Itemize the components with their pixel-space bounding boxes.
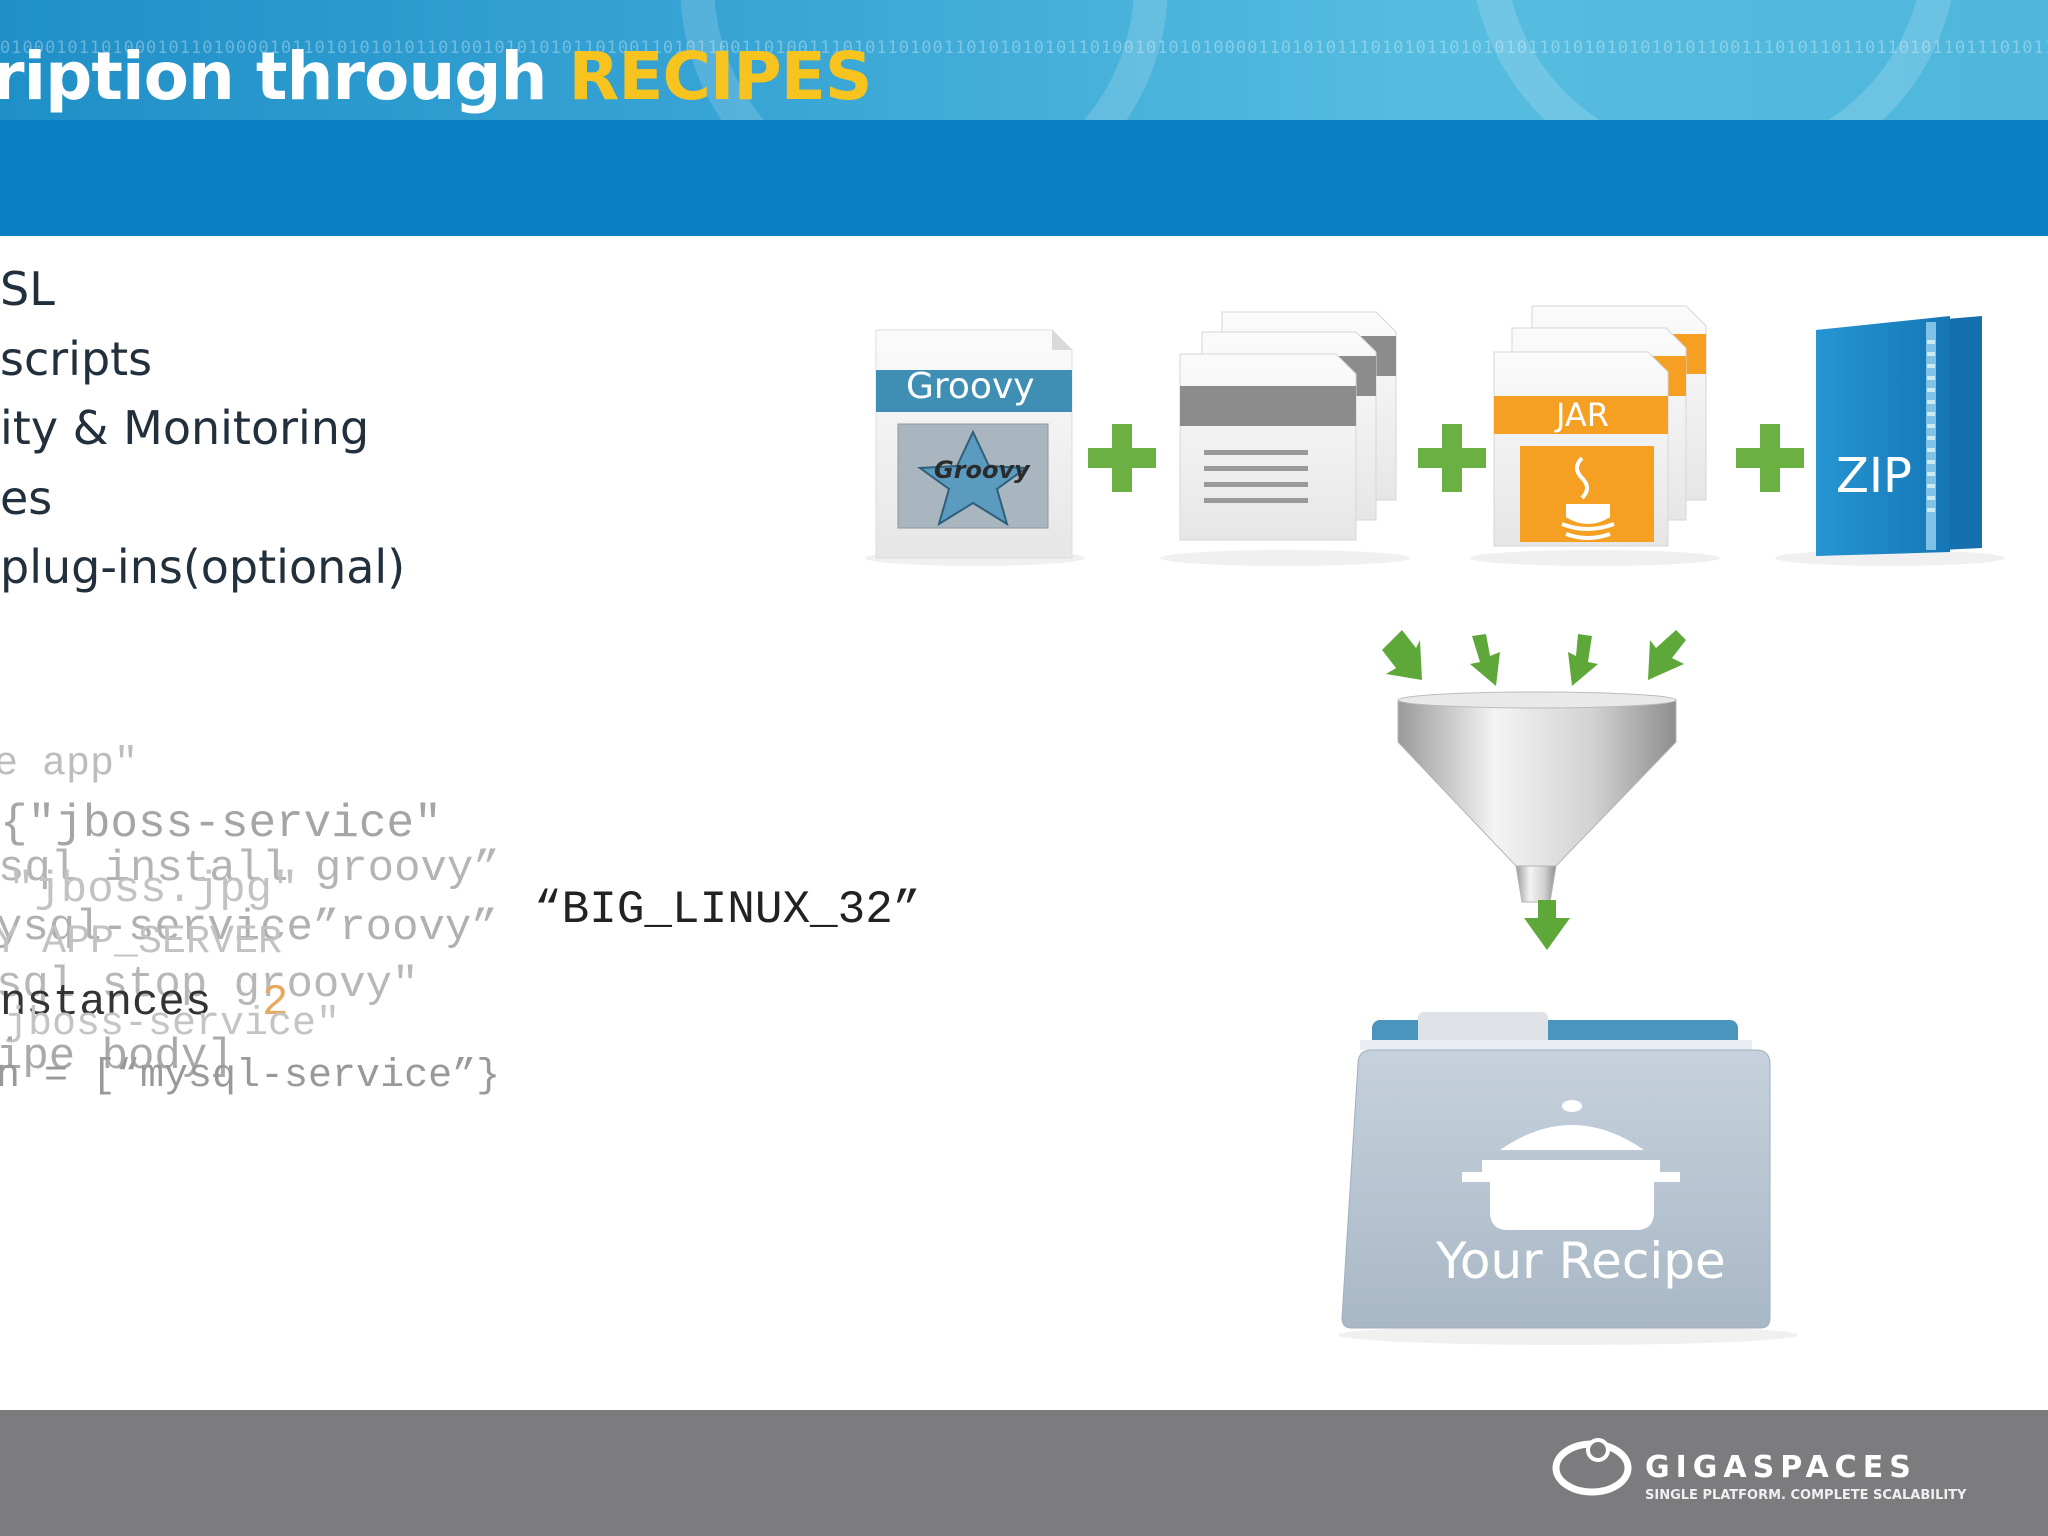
- groovy-star-icon: [917, 429, 1029, 527]
- code-line: sql stop groovy": [0, 960, 419, 1010]
- arrow-down-icon: [1470, 634, 1500, 686]
- code-line: e app": [0, 742, 139, 787]
- plus-icon: [1418, 424, 1486, 492]
- code-line: ipe body]: [0, 1032, 234, 1082]
- binary-pattern: 0100010110100010110100001011010101010110…: [0, 38, 2048, 58]
- code-line: ysql-service”roovy”: [0, 903, 498, 953]
- bullet-item: SL: [0, 262, 55, 316]
- arrow-down-icon: [1382, 630, 1422, 680]
- header-banner: 0100010110100010110100001011010101010110…: [0, 0, 2048, 120]
- logo-wordmark: GIGASPACES: [1645, 1450, 1917, 1485]
- slide-title: ription through RECIPES: [0, 38, 873, 115]
- code-line: "jboss.jpg": [8, 865, 299, 915]
- code-line: n = [“mysql-service”}: [0, 1054, 501, 1099]
- title-highlight: RECIPES: [568, 38, 873, 115]
- bullet-item: es: [0, 471, 53, 525]
- code-value: 2: [262, 978, 289, 1028]
- cooking-pot-icon: [1462, 1100, 1680, 1230]
- code-line: nstances: [0, 978, 212, 1028]
- code-line: sql install groovy”: [0, 844, 500, 894]
- plus-icon: [1736, 424, 1804, 492]
- logo-tagline: SINGLE PLATFORM. COMPLETE SCALABILITY: [1645, 1488, 1967, 1503]
- code-line: {"jboss-service": [0, 798, 442, 850]
- bullet-item: ity & Monitoring: [0, 401, 370, 455]
- header-band: [0, 120, 2048, 236]
- arrow-down-icon: [1524, 900, 1570, 950]
- code-line: Y APP_SERVER: [0, 920, 283, 965]
- code-line: jboss-service": [4, 1002, 341, 1047]
- slide-footer: [0, 1410, 2048, 1536]
- title-text: ription through: [0, 38, 569, 115]
- floor-shadow: [865, 550, 2005, 1345]
- arrow-down-icon: [1568, 634, 1598, 686]
- arrow-down-icon: [1648, 630, 1686, 680]
- funnel-icon: [1397, 691, 1677, 903]
- gigaspaces-logo-icon: [1552, 1438, 1632, 1496]
- code-line: “BIG_LINUX_32”: [534, 884, 921, 936]
- bullet-item: scripts: [0, 332, 153, 386]
- java-cup-icon: [1561, 456, 1615, 540]
- bullet-item: plug-ins(optional): [0, 540, 406, 594]
- groovy-file-icon: [875, 329, 1073, 559]
- zip-folder-icon: [1816, 316, 1982, 556]
- plus-icon: [1088, 424, 1156, 492]
- recipe-folder-icon: [1341, 1012, 1771, 1329]
- jar-file-icon: [1493, 305, 1707, 547]
- document-stack-icon: [1179, 311, 1397, 541]
- slide-header: 0100010110100010110100001011010101010110…: [0, 0, 2048, 236]
